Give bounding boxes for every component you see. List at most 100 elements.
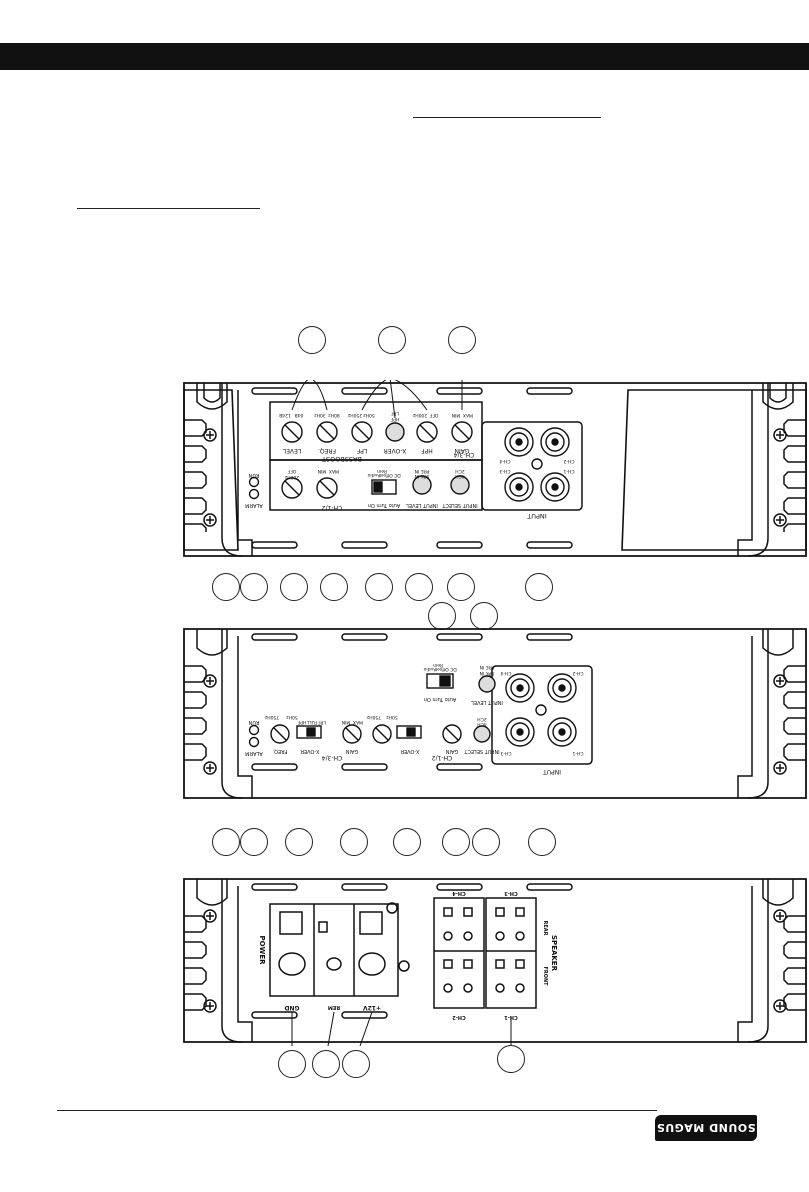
label-lpf-min: 250Hz <box>347 412 362 418</box>
label-gain12: GAIN <box>445 748 458 754</box>
label-spk-in: SPK IN <box>480 670 495 676</box>
callout-marker <box>365 573 393 601</box>
label-input-level: INPUT LEVEL <box>406 502 438 508</box>
callout-marker <box>442 828 470 856</box>
label-gain-max: MAX <box>463 412 473 418</box>
label-gain12-max: MAX <box>329 468 339 474</box>
callout-marker <box>525 573 553 601</box>
label-audio: Audio <box>423 666 436 672</box>
callout-marker <box>448 326 476 354</box>
callout-marker <box>240 573 268 601</box>
label-auto-turn-on: Auto Turn On <box>424 696 457 702</box>
footer-rule <box>57 1110 657 1111</box>
label-level-max: 0dB <box>295 412 304 418</box>
label-pre-in: PRE IN <box>480 664 495 670</box>
callout-marker <box>320 573 348 601</box>
label-full: FULL <box>306 719 317 725</box>
label-input: INPUT <box>543 768 561 775</box>
label-4ch: 4CH <box>455 473 464 479</box>
label-input-select: INPUT SELECT <box>463 748 499 754</box>
label-gain-max: MAX <box>353 719 363 725</box>
label-front: FRONT <box>542 966 548 986</box>
label-xover-hpf: HPF <box>390 416 399 422</box>
label-freq34-min: 750Hz <box>264 714 279 720</box>
label-rca-ch4: CH-4 <box>500 670 511 676</box>
label-ch34: CH-3/4 <box>454 451 475 458</box>
label-rem: REM <box>328 1004 340 1010</box>
header-bar <box>0 43 809 70</box>
underline-field <box>77 208 260 209</box>
callout-marker <box>340 828 368 856</box>
label-freq-min: 30Hz <box>314 412 326 418</box>
label-4ch: 4CH <box>477 721 486 727</box>
label-lpf-max: 50Hz <box>363 412 375 418</box>
label-gain: GAIN <box>345 748 358 754</box>
label-input-select: INPUT SELECT <box>441 502 477 508</box>
label-rca-ch3: CH-3 <box>499 468 510 474</box>
label-hpf-min: 200Hz <box>412 412 427 418</box>
label-gain-min: MIN <box>452 412 461 418</box>
callout-marker <box>212 828 240 856</box>
callout-marker <box>378 326 406 354</box>
label-dc-offset: DC Offset <box>435 666 457 672</box>
callout-marker <box>472 828 500 856</box>
callout-marker <box>298 326 326 354</box>
label-input-level: INPUT LEVEL <box>471 699 503 705</box>
label-ch34: CH-3/4 <box>322 754 343 761</box>
amplifier-panel-3: POWER GND REM +12V SPEAKER REAR FRONT CH… <box>183 878 807 1046</box>
label-freq-max: 80Hz <box>328 412 340 418</box>
label-rca-ch1: CH-1 <box>563 468 574 474</box>
label-freq12-min: 750Hz <box>366 714 381 720</box>
underline-field <box>413 117 601 118</box>
label-dc-offset: DC Offset <box>379 472 401 478</box>
label-bassboost: BASSBOOST <box>322 455 362 463</box>
label-hpf-max: OFF <box>429 412 438 418</box>
label-ch12: CH-1/2 <box>322 504 343 511</box>
label-pre-in: PRE IN <box>415 468 430 474</box>
label-gain-min: MIN <box>342 719 351 725</box>
label-alarm: ALARM <box>245 750 263 756</box>
label-rca-ch3: CH-3 <box>500 750 511 756</box>
label-level-min: 12dB <box>279 412 291 418</box>
label-ch3: CH-3 <box>504 890 518 896</box>
label-rem: Rem <box>433 662 443 668</box>
label-level: LEVEL <box>282 447 301 454</box>
label-2ch: 2CH <box>477 716 486 722</box>
label-freq: FREQ. <box>318 447 336 454</box>
callout-marker <box>342 1050 370 1078</box>
label-ch12: CH-1/2 <box>432 754 453 761</box>
callout-marker <box>312 1050 340 1078</box>
callout-marker <box>285 828 313 856</box>
label-12v: +12V <box>363 1004 381 1011</box>
callout-marker <box>528 828 556 856</box>
label-xover: X-OVER <box>384 447 407 454</box>
label-freq: FREQ. <box>272 748 287 754</box>
amplifier-panel-1: CH-3/4 BASSBOOST LEVEL FREQ. LPF X-OVER … <box>183 380 807 557</box>
label-rca-ch2: CH-2 <box>563 458 574 464</box>
label-hpf: HPF <box>297 719 306 725</box>
label-gnd: GND <box>285 1004 300 1011</box>
label-rca-ch2: CH-2 <box>572 670 583 676</box>
callout-marker <box>405 573 433 601</box>
label-xover34: X-OVER <box>300 748 320 754</box>
label-rca-ch4: CH-4 <box>499 458 510 464</box>
label-alarm: ALARM <box>245 502 263 508</box>
label-speaker: SPEAKER <box>550 935 558 972</box>
label-gain12-min: MIN <box>318 468 327 474</box>
label-power: POWER <box>258 936 266 966</box>
label-hpf: HPF <box>421 447 433 454</box>
callout-marker <box>278 1050 306 1078</box>
callout-marker <box>280 573 308 601</box>
label-2ch: 2CH <box>455 468 464 474</box>
label-audio: Audio <box>367 472 380 478</box>
label-auto-turn-on: Auto Turn On <box>368 502 401 508</box>
label-rem: Rem <box>377 468 387 474</box>
label-lpf: LPF <box>318 719 326 725</box>
label-ch2: CH-2 <box>452 1014 466 1020</box>
label-rear: REAR <box>542 921 548 936</box>
callout-marker <box>497 1045 525 1073</box>
callout-marker <box>447 573 475 601</box>
label-rca-ch1: CH-1 <box>572 750 583 756</box>
label-gain: GAIN <box>454 447 469 454</box>
label-xover12: X-OVER <box>400 748 420 754</box>
